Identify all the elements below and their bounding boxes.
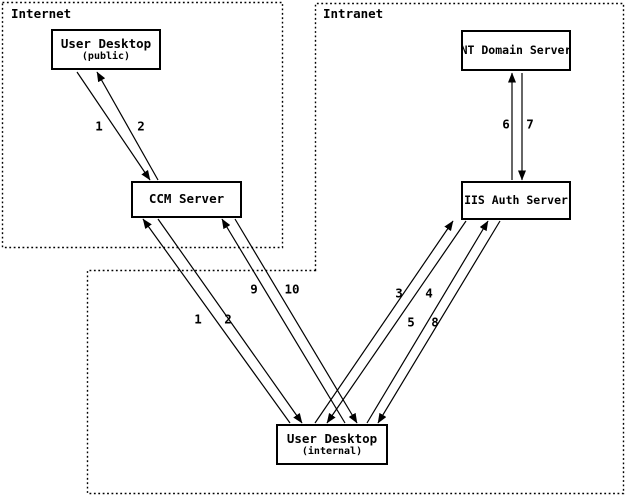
- flow-1-upper-line: [76, 71, 151, 181]
- node-sublabel: (public): [81, 50, 131, 62]
- internet-zone-label: Internet: [11, 6, 72, 21]
- node-ccm-server: CCM Server: [131, 181, 242, 218]
- flow-label-3: 3: [395, 285, 403, 301]
- flow-label-7: 7: [526, 116, 534, 132]
- node-user-desktop-internal: User Desktop (internal): [276, 424, 388, 465]
- flow-label-10: 10: [284, 281, 300, 297]
- flow-label-1-lower: 1: [194, 311, 202, 327]
- flow-3-line: [314, 220, 454, 424]
- node-label: NT Domain Server: [460, 42, 572, 57]
- flow-5-line: [366, 220, 489, 424]
- flow-label-8: 8: [431, 314, 439, 330]
- flow-4-line: [326, 220, 467, 424]
- flow-2-lower-line: [157, 218, 303, 424]
- flow-10-line: [234, 218, 358, 424]
- node-user-desktop-public: User Desktop (public): [51, 29, 161, 70]
- flow-label-1-upper: 1: [95, 118, 103, 134]
- flow-label-6: 6: [502, 116, 510, 132]
- intranet-zone-label: Intranet: [323, 6, 384, 21]
- flow-2-upper-line: [96, 71, 159, 181]
- node-label: User Desktop: [60, 35, 152, 51]
- intranet-zone-border: [86, 2, 625, 495]
- node-label: CCM Server: [148, 191, 225, 207]
- node-nt-domain-server: NT Domain Server: [461, 30, 571, 71]
- node-iis-auth-server: IIS Auth Server: [461, 181, 571, 220]
- node-sublabel: (internal): [301, 445, 363, 457]
- flow-label-4: 4: [425, 285, 433, 301]
- flow-label-2-upper: 2: [137, 118, 145, 134]
- internet-zone-border: [1, 1, 284, 249]
- node-label: User Desktop: [286, 430, 378, 446]
- flow-1-lower-line: [142, 218, 291, 424]
- flow-label-9: 9: [250, 281, 258, 297]
- flow-8-line: [377, 220, 501, 424]
- flow-9-line: [221, 218, 346, 424]
- flow-label-2-lower: 2: [224, 311, 232, 327]
- node-label: IIS Auth Server: [464, 192, 568, 207]
- flow-label-5: 5: [407, 314, 415, 330]
